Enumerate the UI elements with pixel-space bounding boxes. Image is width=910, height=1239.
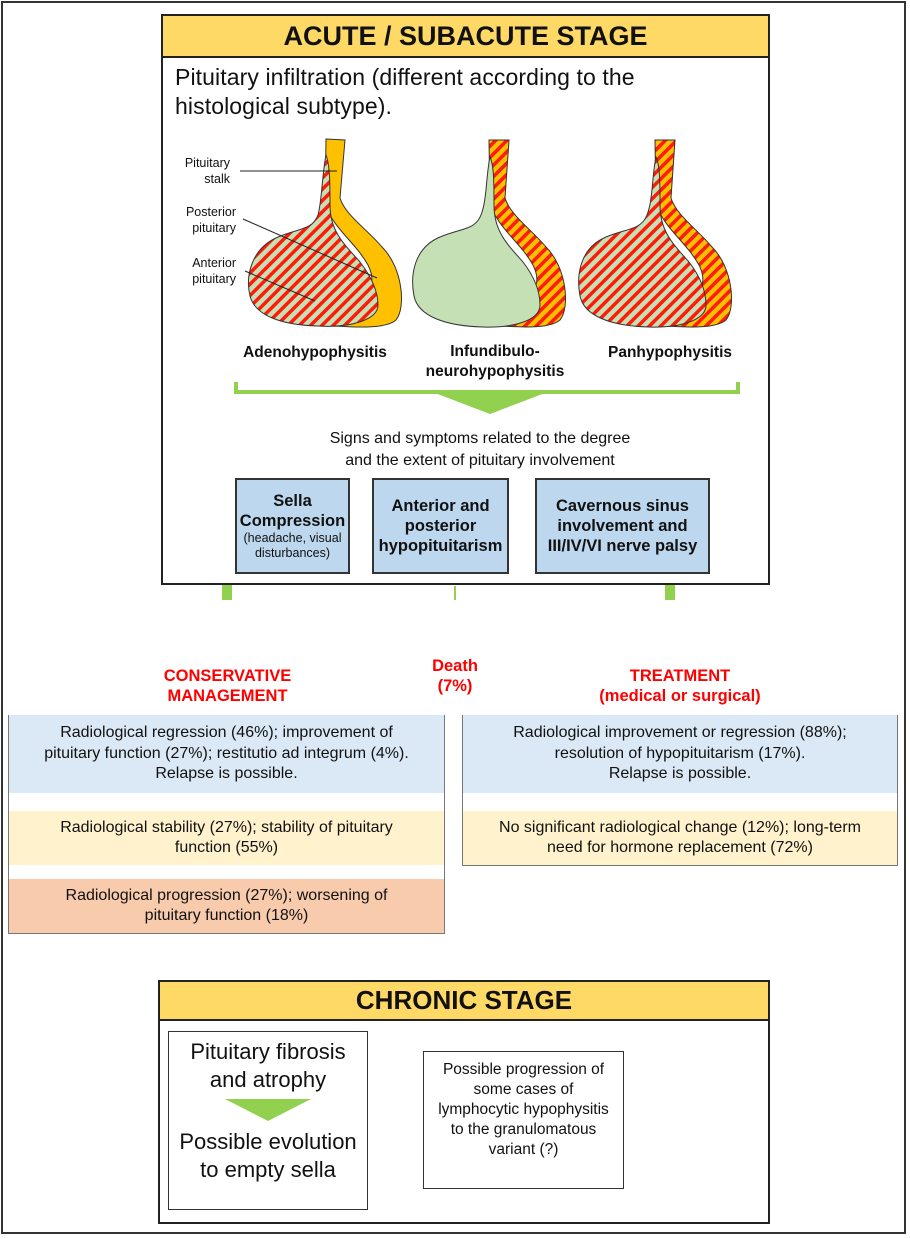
- chronic-line: Pituitary fibrosis: [190, 1039, 346, 1064]
- conservative-row-improvement: Radiological regression (46%); improveme…: [9, 715, 444, 793]
- row-line: Radiological regression (46%); improveme…: [60, 724, 393, 742]
- adenohypophysitis-illustration: [240, 138, 402, 328]
- subtype-adenohypophysitis: Adenohypophysitis: [225, 343, 405, 363]
- label-line: Anterior: [192, 256, 236, 270]
- intro-line-2: histological subtype).: [175, 93, 392, 119]
- chronic-fibrosis-box: Pituitary fibrosis and atrophy Possible …: [168, 1031, 368, 1210]
- chronic-line: variant (?): [488, 1141, 559, 1158]
- row-line: pituitary function (18%): [144, 907, 309, 924]
- arrow-to-conservative: [222, 585, 232, 600]
- acute-stage-title: ACUTE / SUBACUTE STAGE: [163, 16, 768, 58]
- intro-line-1: Pituitary infiltration (different accord…: [175, 64, 635, 90]
- chronic-line: Possible progression of: [442, 1061, 605, 1078]
- anterior-pituitary-normal-shape: [412, 155, 541, 328]
- chronic-stage-title: CHRONIC STAGE: [160, 982, 768, 1021]
- conservative-panel: Radiological regression (46%); improveme…: [8, 715, 445, 934]
- death-percent: (7%): [437, 677, 473, 695]
- row-line: Radiological progression (27%); worsenin…: [65, 886, 388, 904]
- treatment-title: TREATMENT (medical or surgical): [560, 666, 800, 706]
- down-arrow-icon: [225, 1099, 311, 1121]
- row-line: Radiological improvement or regression (…: [513, 724, 847, 742]
- subtype-name: Adenohypophysitis: [243, 344, 387, 361]
- chronic-progression-box: Possible progression of some cases of ly…: [423, 1051, 624, 1189]
- death-label: Death (7%): [410, 656, 500, 696]
- row-line: Radiological stability (27%); stability …: [60, 818, 393, 836]
- treatment-row-stable: No significant radiological change (12%)…: [463, 811, 897, 865]
- arrow-to-treatment: [665, 585, 675, 600]
- row-line: resolution of hypopituitarism (17%).: [554, 744, 806, 762]
- symptom-line: hypopituitarism: [378, 537, 503, 555]
- signs-text: Signs and symptoms related to the degree…: [230, 428, 730, 472]
- symptom-detail: (headache, visual: [243, 531, 342, 545]
- arrow-to-death: [454, 586, 456, 600]
- symptom-sella-compression: Sella Compression (headache, visual dist…: [235, 478, 350, 574]
- subtype-infundibulo-neurohypophysitis: Infundibulo- neurohypophysitis: [405, 342, 585, 382]
- subtype-panhypophysitis: Panhypophysitis: [580, 343, 760, 363]
- symptom-line: Sella: [273, 492, 312, 510]
- symptom-line: Compression: [239, 512, 346, 530]
- title-line: MANAGEMENT: [167, 687, 288, 705]
- row-line: function (55%): [174, 839, 279, 856]
- pituitary-illustrations: [222, 138, 740, 600]
- panhypophysitis-illustration: [578, 139, 732, 328]
- row-line: Relapse is possible.: [155, 765, 298, 783]
- row-line: Relapse is possible.: [608, 765, 752, 783]
- symptom-cavernous-sinus: Cavernous sinus involvement and III/IV/V…: [535, 478, 710, 574]
- label-line: Pituitary: [184, 156, 230, 170]
- conservative-title: CONSERVATIVE MANAGEMENT: [100, 666, 355, 706]
- chronic-line: lymphocytic hypophysitis: [438, 1101, 609, 1118]
- conservative-row-stable: Radiological stability (27%); stability …: [9, 811, 444, 865]
- signs-line: and the extent of pituitary involvement: [345, 452, 615, 469]
- label-line: Posterior: [185, 205, 236, 219]
- treatment-panel: Radiological improvement or regression (…: [462, 715, 898, 866]
- posterior-pituitary-shape: [319, 138, 402, 328]
- chronic-line: Possible evolution: [179, 1129, 357, 1154]
- treatment-row-improvement: Radiological improvement or regression (…: [463, 715, 897, 793]
- signs-line: Signs and symptoms related to the degree: [329, 430, 631, 447]
- acute-intro: Pituitary infiltration (different accord…: [175, 63, 765, 121]
- row-line: pituitary function (27%); restitutio ad …: [44, 744, 409, 762]
- death-text: Death: [432, 657, 478, 675]
- subtype-name: Infundibulo-: [450, 343, 540, 360]
- symptom-line: involvement and: [557, 517, 688, 535]
- chronic-line: to the granulomatous: [450, 1121, 597, 1138]
- title-line: CONSERVATIVE: [163, 667, 292, 685]
- label-pituitary-stalk: Pituitary stalk: [160, 155, 230, 187]
- chronic-line: some cases of: [473, 1081, 574, 1098]
- label-line: pituitary: [192, 221, 236, 235]
- title-line: TREATMENT: [629, 667, 731, 685]
- subtype-name: neurohypophysitis: [425, 363, 565, 380]
- chronic-line: and atrophy: [209, 1067, 327, 1092]
- infundibulo-neurohypophysitis-illustration: [412, 139, 566, 328]
- label-line: stalk: [204, 172, 230, 186]
- symptom-line: Anterior and: [391, 497, 490, 515]
- posterior-pituitary-inflamed-shape: [650, 139, 732, 328]
- conservative-row-worsening: Radiological progression (27%); worsenin…: [9, 879, 444, 933]
- anterior-pituitary-shape: [248, 153, 379, 327]
- label-line: pituitary: [192, 272, 236, 286]
- label-posterior-pituitary: Posterior pituitary: [160, 204, 236, 236]
- symptom-line: III/IV/VI nerve palsy: [547, 537, 698, 555]
- symptom-detail: disturbances): [254, 546, 331, 560]
- symptom-line: posterior: [404, 517, 477, 535]
- chronic-line: to empty sella: [200, 1157, 336, 1182]
- posterior-pituitary-inflamed-shape: [484, 139, 566, 328]
- row-line: No significant radiological change (12%)…: [499, 818, 861, 836]
- subtype-bracket: [234, 382, 740, 414]
- symptom-hypopituitarism: Anterior and posterior hypopituitarism: [372, 478, 509, 574]
- row-line: need for hormone replacement (72%): [547, 839, 813, 856]
- subtype-name: Panhypophysitis: [607, 344, 733, 361]
- title-line: (medical or surgical): [599, 687, 761, 705]
- anterior-pituitary-inflamed-shape: [578, 155, 707, 328]
- symptom-line: Cavernous sinus: [556, 497, 689, 515]
- label-anterior-pituitary: Anterior pituitary: [160, 255, 236, 287]
